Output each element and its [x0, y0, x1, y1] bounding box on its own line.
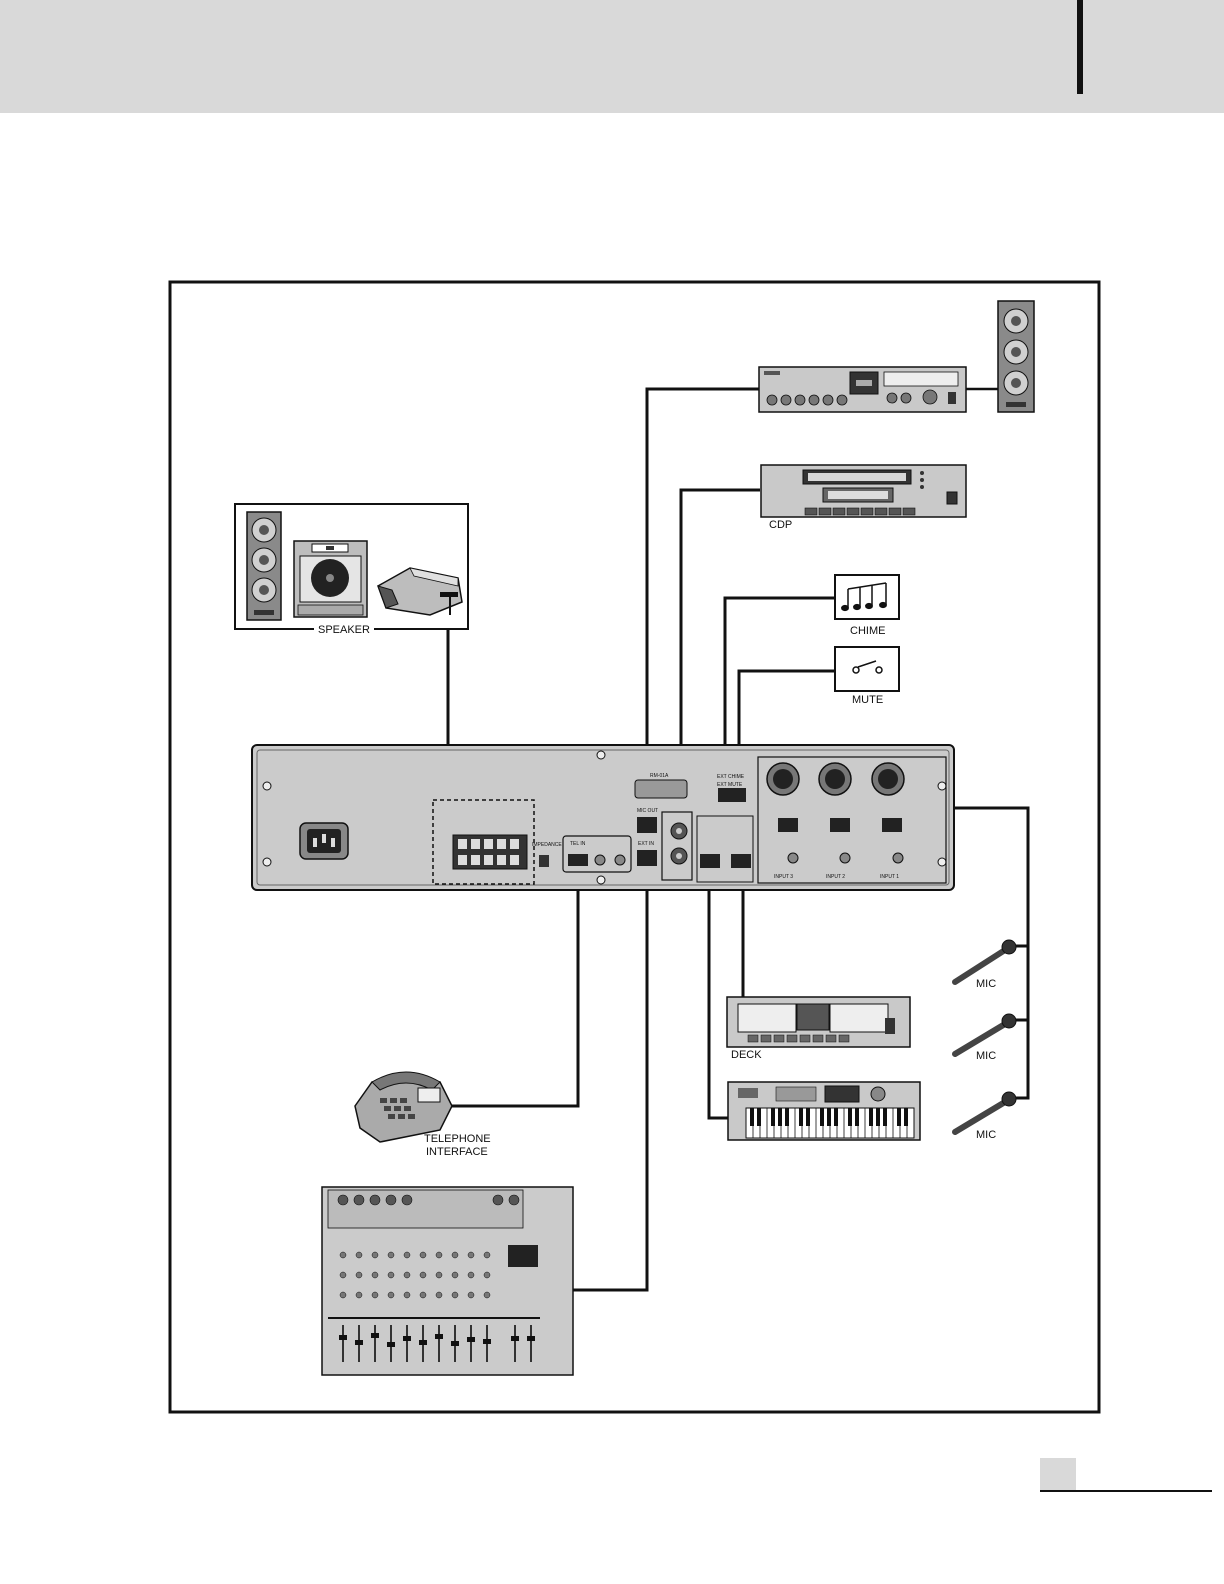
mic-icon-1: MIC	[955, 940, 1016, 990]
box-speaker-icon	[294, 541, 367, 617]
mic-out-label: MIC OUT	[637, 808, 658, 814]
ext-mute-label: EXT MUTE	[717, 782, 743, 788]
column-speaker-icon	[247, 512, 281, 620]
telephone-icon: TELEPHONE INTERFACE	[355, 1072, 491, 1158]
tel-in-label: TEL IN	[570, 841, 586, 847]
ac-inlet	[300, 823, 348, 859]
chime-label: CHIME	[850, 625, 885, 637]
mute-switch-unit: MUTE	[835, 647, 899, 706]
mic-1-label: MIC	[976, 978, 996, 990]
input-3-label: INPUT 3	[774, 874, 793, 880]
keyboard-unit	[728, 1082, 920, 1140]
telephone-label-line1: TELEPHONE	[424, 1133, 491, 1145]
mixing-console-unit	[322, 1187, 573, 1375]
ext-in-label: EXT IN	[638, 841, 654, 847]
deck-label: DECK	[731, 1049, 762, 1061]
cd-player-unit: CDP	[761, 465, 966, 531]
wire-telephone	[450, 866, 578, 1106]
mic-icon-3: MIC	[955, 1092, 1016, 1141]
wire-keyboard	[709, 866, 728, 1118]
rm-port-label: RM-01A	[650, 773, 669, 779]
chime-unit: CHIME	[835, 575, 899, 637]
mixer-amplifier-unit	[759, 367, 966, 412]
cassette-deck-unit: DECK	[727, 997, 910, 1061]
telephone-label-line2: INTERFACE	[426, 1146, 488, 1158]
speaker-group: SPEAKER	[235, 504, 468, 636]
mute-label: MUTE	[852, 694, 883, 706]
mic-2-label: MIC	[976, 1050, 996, 1062]
top-column-speaker-icon	[998, 301, 1034, 412]
wire-mixer-console	[572, 866, 647, 1290]
ext-chime-label: EXT CHIME	[717, 774, 745, 780]
speaker-label: SPEAKER	[318, 624, 370, 636]
cdp-label: CDP	[769, 519, 792, 531]
impedance-label: IMPEDANCE	[532, 842, 562, 848]
input-1-label: INPUT 1	[880, 874, 899, 880]
amplifier-rear-panel: IMPEDANCE TEL IN RM-01A MIC OUT EXT IN E…	[252, 745, 954, 890]
mic-3-label: MIC	[976, 1129, 996, 1141]
mic-icon-2: MIC	[955, 1014, 1016, 1062]
speaker-terminals	[453, 835, 527, 869]
input-2-label: INPUT 2	[826, 874, 845, 880]
